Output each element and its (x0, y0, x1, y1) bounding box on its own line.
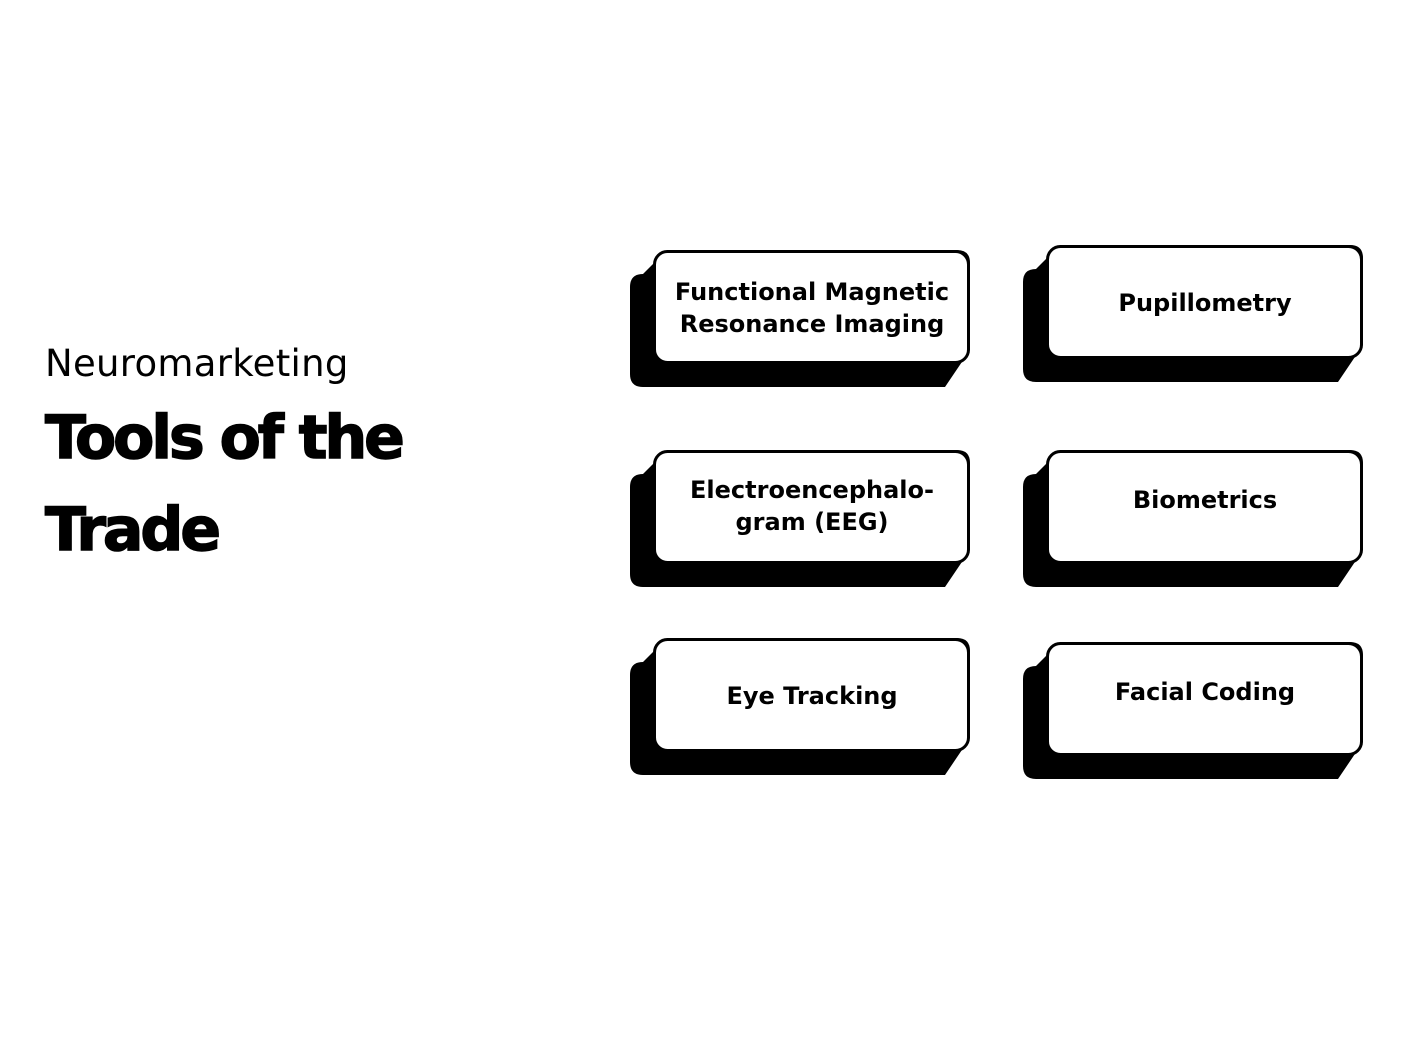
card-3d-shape (1023, 245, 1363, 382)
card-fmri[interactable]: Functional Magnetic Resonance Imaging (629, 250, 974, 393)
card-label: Eye Tracking (726, 682, 898, 710)
heading-block: Neuromarketing Tools of the Trade (44, 338, 565, 576)
card-label: Facial Coding (1114, 678, 1296, 706)
subtitle: Neuromarketing (45, 342, 349, 385)
card-3d-shape (630, 250, 970, 387)
card-3d-shape (1023, 450, 1363, 587)
card-3d-shape (630, 638, 970, 775)
card-3d-shape (630, 450, 970, 587)
card-eeg[interactable]: Electroencephalo-gram (EEG) (629, 450, 974, 593)
title-line-1: Tools of the (44, 402, 405, 474)
card-pupillometry[interactable]: Pupillometry (1022, 245, 1367, 388)
card-label: Electroencephalo-gram (EEG) (690, 476, 934, 536)
card-biometrics[interactable]: Biometrics (1022, 450, 1367, 593)
page-title: Tools of the Trade (44, 392, 565, 576)
card-label: Pupillometry (1118, 289, 1292, 317)
title-line-2: Trade (44, 494, 222, 566)
card-facial-coding[interactable]: Facial Coding (1022, 642, 1367, 785)
card-eye-tracking[interactable]: Eye Tracking (629, 638, 974, 781)
card-label: Biometrics (1132, 486, 1278, 514)
card-3d-shape (1023, 642, 1363, 779)
card-label: Functional Magnetic Resonance Imaging (674, 278, 950, 338)
